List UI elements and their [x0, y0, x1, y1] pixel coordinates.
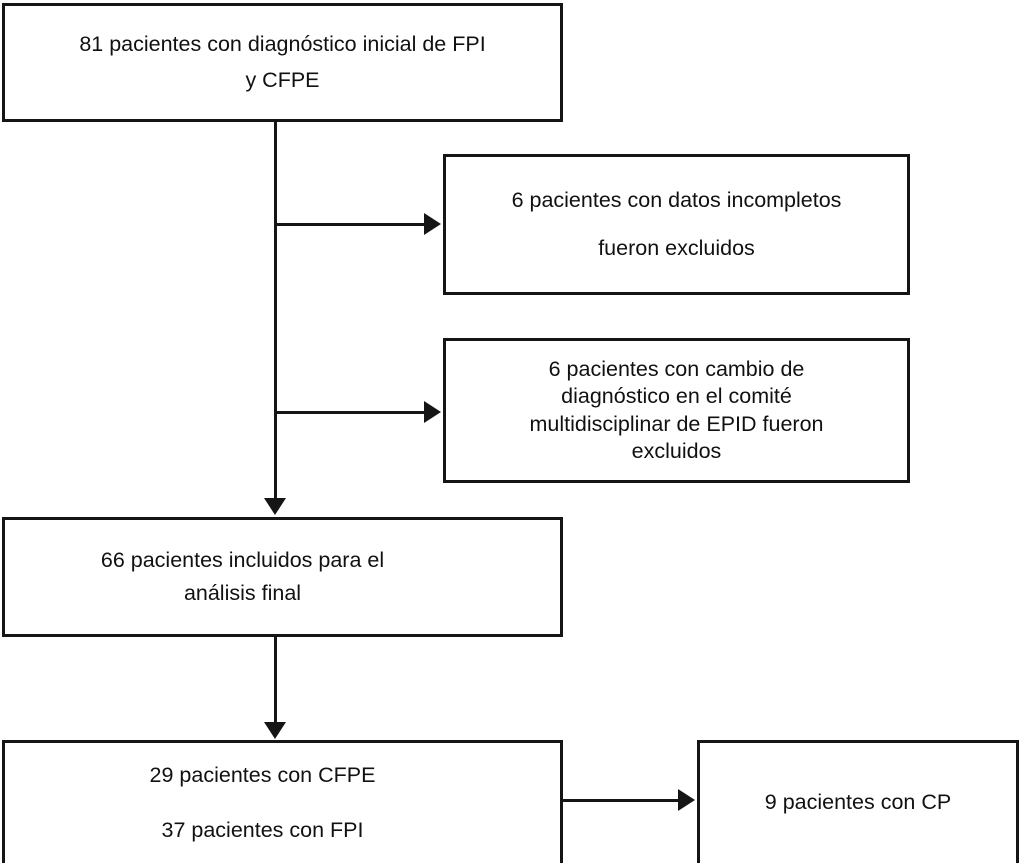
node-excluded-diagnosis-change-line-4: excluidos — [631, 439, 722, 463]
node-excluded-incomplete-data: 6 pacientes con datos incompletos fueron… — [443, 154, 910, 295]
node-initial-cohort-line-1: 81 pacientes con diagnóstico inicial de … — [79, 32, 486, 56]
node-patient-groups-line-1: 29 pacientes con CFPE — [149, 762, 376, 787]
node-cp-patients-line-1: 9 pacientes con CP — [764, 790, 952, 815]
node-included-final-analysis-line-1: 66 pacientes incluidos para el — [100, 547, 385, 572]
connector-initial-to-included — [274, 122, 277, 502]
node-patient-groups-line-2: 37 pacientes con FPI — [161, 818, 364, 842]
connector-groups-to-cp — [563, 799, 680, 802]
node-included-final-analysis: 66 pacientes incluidos para el análisis … — [2, 517, 563, 637]
node-initial-cohort-line-2: y CFPE — [245, 67, 320, 92]
connector-to-excluded-diagnosis — [274, 411, 426, 414]
node-excluded-diagnosis-change-line-3: multidisciplinar de EPID fueron — [529, 411, 824, 436]
connector-to-excluded-incomplete — [274, 223, 426, 226]
arrowhead-right-to-excluded-diagnosis — [424, 401, 441, 423]
node-initial-cohort: 81 pacientes con diagnóstico inicial de … — [2, 3, 563, 122]
node-excluded-diagnosis-change-line-1: 6 pacientes con cambio de — [548, 356, 805, 381]
node-patient-groups: 29 pacientes con CFPE 37 pacientes con F… — [2, 740, 563, 863]
arrowhead-right-to-cp — [678, 789, 695, 811]
node-excluded-incomplete-data-line-1: 6 pacientes con datos incompletos — [511, 188, 842, 212]
arrowhead-down-to-groups — [264, 722, 286, 739]
arrowhead-right-to-excluded-incomplete — [424, 213, 441, 235]
node-excluded-diagnosis-change: 6 pacientes con cambio de diagnóstico en… — [443, 338, 910, 483]
connector-included-to-groups — [274, 637, 277, 725]
node-excluded-diagnosis-change-line-2: diagnóstico en el comité — [561, 384, 792, 408]
node-cp-patients: 9 pacientes con CP — [697, 740, 1019, 863]
arrowhead-down-to-included — [264, 498, 286, 515]
node-excluded-incomplete-data-line-2: fueron excluidos — [598, 235, 755, 260]
node-included-final-analysis-line-2: análisis final — [183, 581, 302, 605]
